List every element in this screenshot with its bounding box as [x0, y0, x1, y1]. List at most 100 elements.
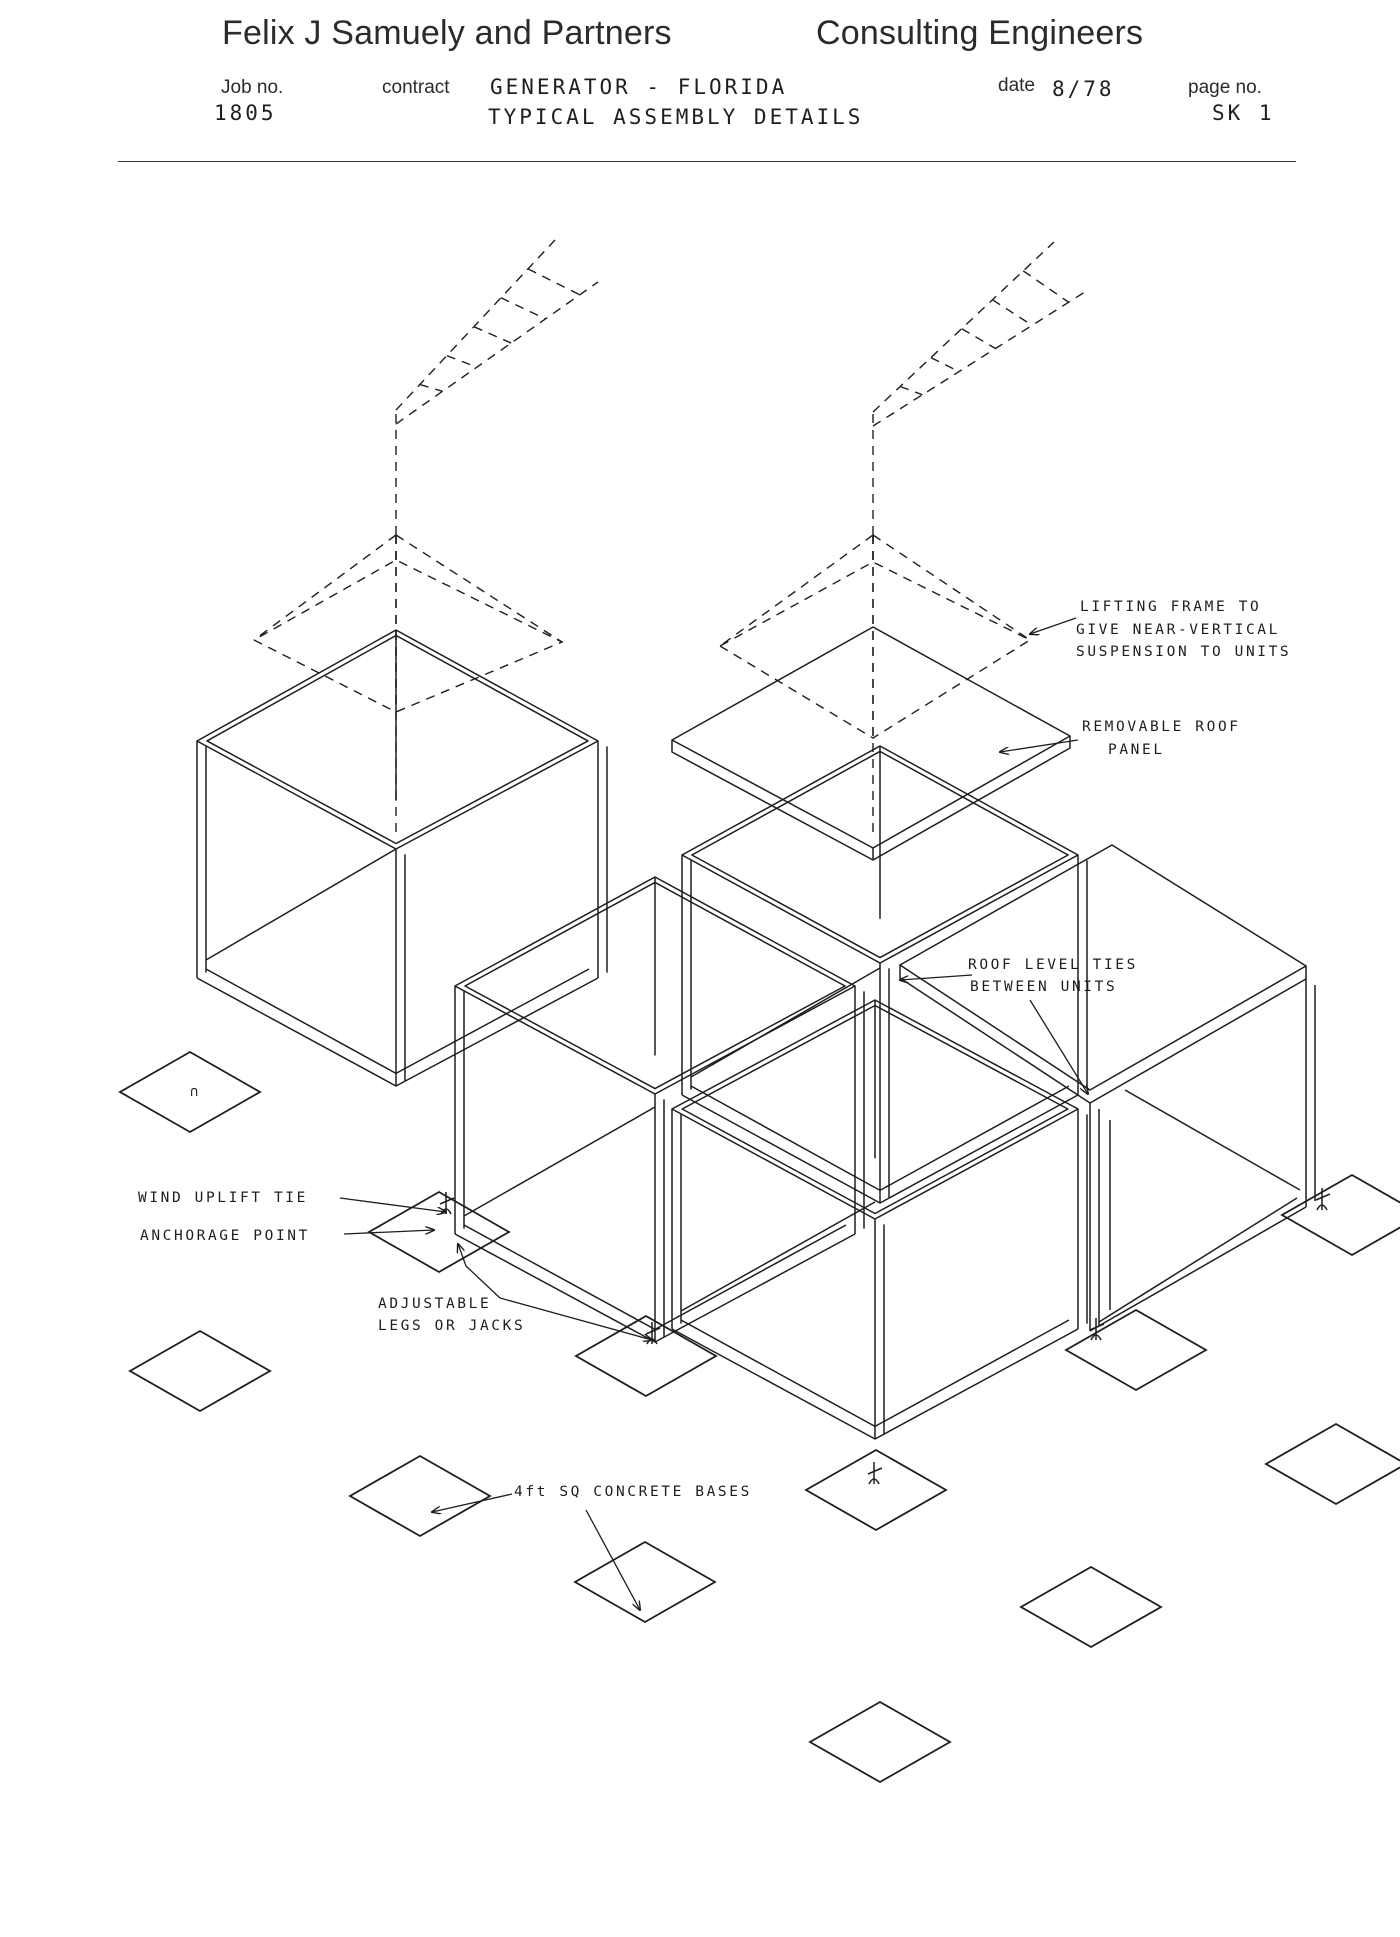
jack-detail-5 [1315, 1188, 1331, 1211]
concrete-base-2 [128, 1329, 272, 1413]
lifting-frames [252, 239, 1089, 835]
unit-frame-front-bottom-rail-inner [680, 1319, 1070, 1428]
jack-foot [868, 1478, 880, 1485]
jack-foot [1316, 1204, 1328, 1211]
lifting-frame-right-jib-web [961, 328, 996, 350]
lifting-frame-right-spreader [718, 561, 1032, 739]
jack-detail-3 [867, 1462, 883, 1485]
leader-roof-ties-1 [900, 974, 973, 980]
lifting-frame-right-jib-bottom [872, 289, 1089, 427]
page-label: page no. [1188, 77, 1262, 98]
removable-roof-panel [671, 626, 1071, 861]
lifting-frame-left-jib-web [500, 297, 546, 320]
unit-frame-upper-left-top-rail-inner [206, 634, 589, 845]
unit-frame-centre-back-floor-diagonal [690, 967, 881, 1078]
unit-frame-right [899, 844, 1316, 1332]
lifting-frame-right-jib-web [930, 356, 960, 373]
leader-bases-2 [585, 1509, 640, 1610]
date-value: 8/78 [1052, 77, 1115, 101]
unit-frame-upper-left-bottom-rail [196, 977, 599, 1087]
jack-detail-4 [1089, 1318, 1105, 1341]
unit-frame-centre-back-top-rail-inner [691, 750, 1069, 959]
leader-wind-uplift [339, 1197, 446, 1212]
unit-frame-upper-left-top-rail [196, 629, 599, 850]
lifting-frame-right-jib-web [992, 299, 1033, 326]
leader-adjustable-legs-1 [458, 1244, 501, 1299]
note-anchorage: ANCHORAGE POINT [140, 1228, 310, 1244]
lifting-frame-left-jib-bottom [395, 281, 599, 425]
note-roof-panel-1: REMOVABLE ROOF [1082, 719, 1241, 735]
unit-frame-front-top-rail-inner [681, 1004, 1069, 1215]
note-lifting-frame-3: SUSPENSION TO UNITS [1076, 644, 1291, 660]
date-label: date [998, 75, 1035, 96]
concrete-base-4 [573, 1540, 717, 1624]
concrete-base-6 [1019, 1565, 1163, 1649]
base-scribble: ∩ [190, 1084, 198, 1100]
jack-detail-1 [439, 1192, 455, 1215]
jack-details [439, 1188, 1331, 1485]
leader-lines [339, 617, 1088, 1610]
concrete-base-1 [118, 1050, 262, 1134]
unit-frame-upper-left [196, 629, 608, 1087]
leader-roof-ties-2 [1029, 999, 1088, 1094]
lifting-frame-left-jib-top [395, 239, 556, 411]
contract-subtitle: TYPICAL ASSEMBLY DETAILS [488, 105, 864, 129]
unit-frame-right-bottom-rail [1089, 1206, 1307, 1332]
concrete-base-12 [1064, 1308, 1208, 1392]
concrete-base-9 [367, 1190, 511, 1274]
concrete-bases [118, 1050, 1400, 1784]
unit-frame-centre-back [681, 745, 1088, 1204]
jack-tie [439, 1197, 455, 1205]
unit-frame-front-floor-diagonal [680, 1201, 876, 1312]
note-adjustable-legs-1: ADJUSTABLE [378, 1296, 491, 1312]
lifting-frame-left [252, 239, 599, 835]
lifting-frame-left-sling-1 [253, 534, 397, 641]
note-lifting-frame-2: GIVE NEAR-VERTICAL [1076, 622, 1280, 638]
lifting-frame-right [718, 241, 1089, 835]
title-block-rule [118, 161, 1296, 162]
unit-frame-front-bottom-rail [671, 1328, 1079, 1440]
unit-frame-upper-left-floor-diagonal [205, 848, 397, 961]
lifting-frame-right-jib-web [1022, 270, 1070, 303]
lifting-frame-left-sling-3 [395, 534, 563, 643]
note-adjustable-legs-2: LEGS OR JACKS [378, 1318, 525, 1334]
note-roof-ties-1: ROOF LEVEL TIES [968, 957, 1138, 973]
jack-tie [1089, 1323, 1105, 1331]
leader-lifting-frame [1030, 617, 1077, 634]
concrete-base-5 [808, 1700, 952, 1784]
concrete-base-8 [1280, 1173, 1400, 1257]
unit-frame-left-floor-diagonal [463, 1106, 656, 1217]
contract-label: contract [382, 77, 450, 98]
lifting-frame-right-sling-3 [872, 534, 1031, 641]
unit-frame-centre-back-bottom-rail [681, 1094, 1079, 1204]
lifting-frame-left-spreader [252, 559, 564, 713]
lifting-frame-left-jib-web [446, 354, 478, 368]
jack-tie [645, 1327, 661, 1335]
annotations: LIFTING FRAME TO GIVE NEAR-VERTICAL SUSP… [138, 599, 1291, 1500]
unit-frame-upper-left-bottom-rail-inner [205, 968, 590, 1075]
note-lifting-frame-1: LIFTING FRAME TO [1080, 599, 1261, 615]
page-number: SK 1 [1212, 101, 1275, 125]
unit-frame-right-bottom-rail-inner [1098, 1197, 1298, 1323]
concrete-base-7 [1264, 1422, 1400, 1506]
note-concrete-bases: 4ft SQ CONCRETE BASES [514, 1484, 752, 1500]
note-roof-panel-2: PANEL [1108, 742, 1165, 758]
discipline-title: Consulting Engineers [816, 14, 1144, 52]
jack-foot [1090, 1334, 1102, 1341]
unit-frame-front [671, 999, 1088, 1440]
unit-frames [196, 626, 1316, 1440]
concrete-base-11 [804, 1448, 948, 1532]
lifting-frame-left-jib-web [419, 383, 443, 393]
concrete-base-3 [348, 1454, 492, 1538]
jack-tie [867, 1467, 883, 1475]
lifting-frame-right-sling-1 [719, 534, 874, 647]
leader-adjustable-legs-2 [499, 1297, 652, 1340]
unit-frame-left [454, 876, 865, 1343]
roof-panel-edge [671, 736, 1071, 861]
unit-frame-right-floor-diagonal [1124, 1089, 1301, 1191]
note-roof-ties-2: BETWEEN UNITS [970, 979, 1117, 995]
company-name: Felix J Samuely and Partners [222, 14, 672, 52]
job-label: Job no. [221, 77, 284, 98]
unit-frame-centre-back-bottom-rail-inner [690, 1085, 1070, 1192]
